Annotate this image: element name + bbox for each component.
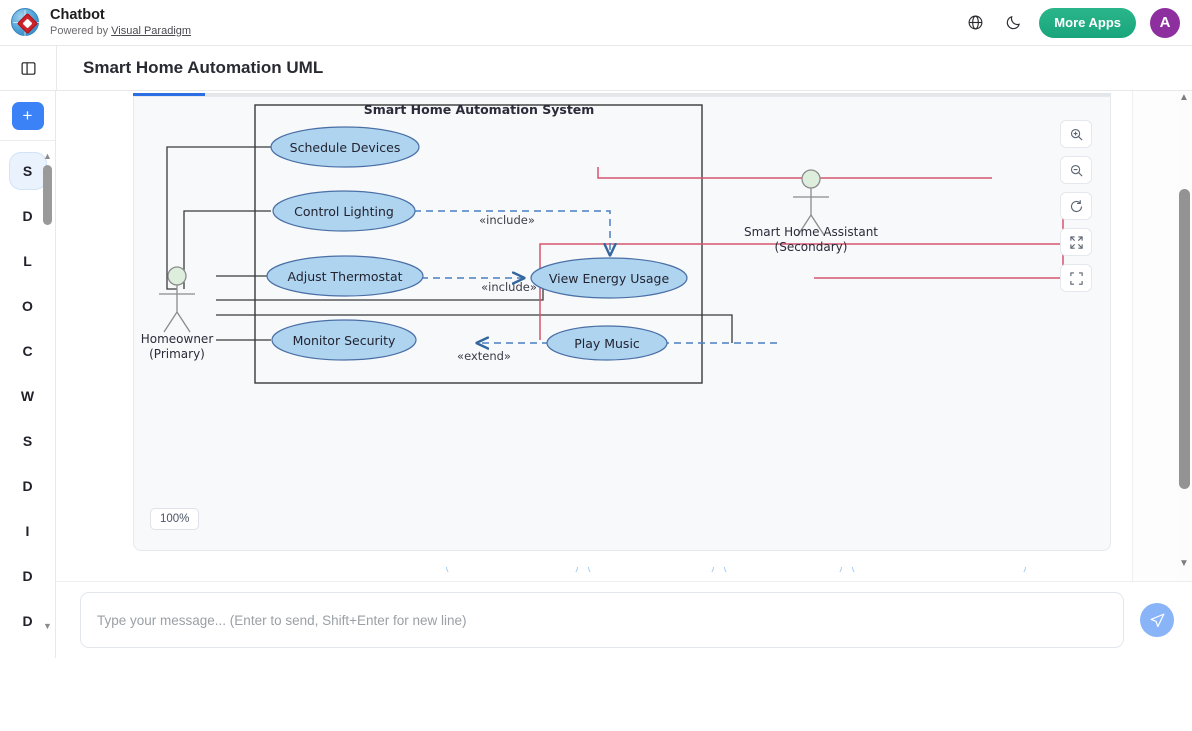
use-case-monitor-security: Monitor Security <box>271 319 417 361</box>
app-name: Chatbot <box>50 7 105 23</box>
powered-by-prefix: Powered by <box>50 25 109 37</box>
zoom-out-icon[interactable] <box>1060 156 1092 184</box>
new-chat-area: + <box>0 91 55 141</box>
suggestion-chip-2[interactable] <box>724 567 842 572</box>
response-progress-bar <box>133 93 1111 96</box>
diagram-card: Smart Home Automation System <box>133 96 1111 551</box>
scroll-thumb[interactable] <box>1179 189 1190 489</box>
conversation-item-3[interactable]: O <box>22 298 33 314</box>
message-composer <box>56 581 1192 658</box>
use-case-adjust-thermostat: Adjust Thermostat <box>266 255 424 297</box>
conversation-item-5[interactable]: W <box>20 388 35 404</box>
svg-text:Homeowner: Homeowner <box>141 332 214 346</box>
conversation-item-2[interactable]: L <box>23 253 32 269</box>
top-bar: Chatbot Powered by Visual Paradigm More … <box>0 0 1192 46</box>
svg-text:(Secondary): (Secondary) <box>775 240 848 254</box>
relationship-label: «extend» <box>457 349 511 363</box>
uml-use-case-diagram[interactable]: Smart Home Automation System <box>134 97 1112 552</box>
caret-down-icon[interactable]: ▼ <box>43 621 52 631</box>
actor-homeowner: Homeowner (Primary) <box>141 266 214 361</box>
rail-scroll-thumb[interactable] <box>43 165 52 225</box>
powered-by: Powered by Visual Paradigm <box>50 24 191 38</box>
zoom-level-badge[interactable]: 100% <box>150 508 200 530</box>
conversation-item-4[interactable]: C <box>22 343 33 359</box>
scroll-up-icon[interactable]: ▲ <box>1179 92 1189 103</box>
actor-smart-home-assistant: Smart Home Assistant (Secondary) <box>744 169 878 254</box>
rail-scrollbar[interactable]: ▲ ▼ <box>42 151 53 731</box>
scroll-down-icon[interactable]: ▼ <box>1179 558 1189 569</box>
conversation-item-10[interactable]: D <box>22 613 33 629</box>
conversation-rail: + S D L O C W S D I D D ▲ ▼ <box>0 91 56 658</box>
conversation-item-7[interactable]: D <box>22 478 33 494</box>
suggestion-chip-0[interactable] <box>446 567 578 572</box>
reset-rotate-icon[interactable] <box>1060 192 1092 220</box>
visual-paradigm-globe-gem-icon <box>11 7 41 38</box>
svg-text:Smart Home Assistant: Smart Home Assistant <box>744 225 878 239</box>
svg-text:Monitor Security: Monitor Security <box>293 333 396 348</box>
relationship-label: «include» <box>479 213 535 227</box>
suggestion-chips[interactable] <box>56 567 1132 572</box>
use-case-control-lighting: Control Lighting <box>272 190 416 232</box>
expand-icon[interactable] <box>1060 228 1092 256</box>
conversation-item-8[interactable]: I <box>25 523 30 539</box>
svg-text:Play Music: Play Music <box>574 336 640 351</box>
diagram-toolbar[interactable] <box>1060 120 1092 300</box>
message-input-wrap[interactable] <box>80 592 1124 648</box>
caret-up-icon[interactable]: ▲ <box>43 151 52 161</box>
conversation-list[interactable]: S D L O C W S D I D D <box>0 141 55 658</box>
globe-icon[interactable] <box>963 11 987 35</box>
relationship-label: «include» <box>481 280 537 294</box>
svg-text:Schedule Devices: Schedule Devices <box>290 140 401 155</box>
svg-text:Control Lighting: Control Lighting <box>294 204 394 219</box>
system-boundary-title: Smart Home Automation System <box>364 102 595 117</box>
moon-icon[interactable] <box>1001 11 1025 35</box>
use-case-view-energy-usage: View Energy Usage <box>530 257 688 299</box>
conversation-item-0[interactable]: S <box>9 153 46 189</box>
zoom-in-icon[interactable] <box>1060 120 1092 148</box>
plus-icon[interactable]: + <box>11 101 44 130</box>
use-case-schedule-devices: Schedule Devices <box>270 126 420 168</box>
message-input[interactable] <box>97 612 1107 628</box>
send-paper-plane-icon[interactable] <box>1140 603 1174 637</box>
fullscreen-icon[interactable] <box>1060 264 1092 292</box>
conversation-item-6[interactable]: S <box>22 433 33 449</box>
page-title: Smart Home Automation UML <box>83 58 324 77</box>
suggestion-chip-3[interactable] <box>852 567 1026 572</box>
svg-text:Adjust Thermostat: Adjust Thermostat <box>287 269 402 284</box>
message-scroll-area: Smart Home Automation System <box>56 91 1132 572</box>
svg-text:(Primary): (Primary) <box>149 347 205 361</box>
use-case-play-music: Play Music <box>546 325 668 361</box>
visual-paradigm-link[interactable]: Visual Paradigm <box>111 25 192 37</box>
conversation-item-1[interactable]: D <box>22 208 33 224</box>
message-scrollbar[interactable]: ▲ ▼ <box>1132 91 1192 581</box>
svg-text:View Energy Usage: View Energy Usage <box>549 271 670 286</box>
sub-bar: Smart Home Automation UML <box>0 45 1192 91</box>
suggestion-chip-1[interactable] <box>588 567 714 572</box>
avatar[interactable]: A <box>1150 7 1180 38</box>
divider <box>56 45 57 91</box>
conversation-item-9[interactable]: D <box>22 568 33 584</box>
more-apps-button[interactable]: More Apps <box>1039 7 1136 38</box>
brand: Chatbot Powered by Visual Paradigm <box>0 7 191 38</box>
chat-main: Smart Home Automation System <box>56 91 1192 658</box>
sidebar-toggle-icon[interactable] <box>0 46 56 91</box>
